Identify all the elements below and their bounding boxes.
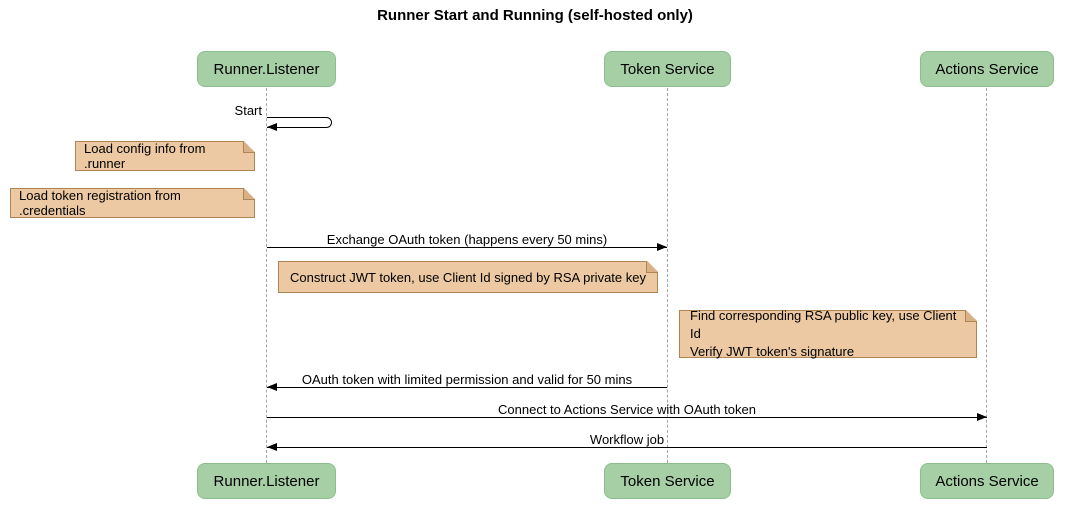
message-start-label: Start xyxy=(234,103,262,118)
arrowhead-left-icon xyxy=(267,383,277,391)
note-verify-jwt: Find corresponding RSA public key, use C… xyxy=(679,308,977,359)
note-fold-corner-icon xyxy=(646,261,658,273)
lifeline-actions-service xyxy=(986,88,987,463)
participant-label: Runner.Listener xyxy=(213,472,320,490)
message-exchange-oauth-line xyxy=(267,247,667,248)
note-text: Construct JWT token, use Client Id signe… xyxy=(290,269,646,285)
note-text: Load config info from .runner xyxy=(84,141,206,171)
lifeline-token-service xyxy=(667,88,668,463)
message-exchange-oauth-label: Exchange OAuth token (happens every 50 m… xyxy=(326,232,608,247)
participant-actions-service-top: Actions Service xyxy=(920,51,1054,87)
arrowhead-left-icon xyxy=(267,443,277,451)
participant-actions-service-bottom: Actions Service xyxy=(920,463,1054,499)
participant-runner-listener-bottom: Runner.Listener xyxy=(197,463,336,499)
message-connect-actions-label: Connect to Actions Service with OAuth to… xyxy=(498,402,756,417)
participant-label: Runner.Listener xyxy=(213,60,320,78)
message-connect-actions-line xyxy=(267,417,987,418)
note-text: Find corresponding RSA public key, use C… xyxy=(690,308,957,359)
note-text: Load token registration from .credential… xyxy=(19,188,181,218)
note-fold-corner-icon xyxy=(243,141,255,153)
arrowhead-right-icon xyxy=(977,413,987,421)
message-oauth-token-label: OAuth token with limited permission and … xyxy=(301,372,633,387)
message-start-self-loop xyxy=(267,117,332,128)
note-fold-corner-icon xyxy=(243,188,255,200)
message-oauth-token-line xyxy=(267,387,667,388)
message-workflow-job-label: Workflow job xyxy=(589,432,665,447)
participant-label: Token Service xyxy=(620,60,715,78)
participant-label: Actions Service xyxy=(935,472,1039,490)
note-fold-corner-icon xyxy=(965,310,977,322)
arrowhead-left-icon xyxy=(267,123,277,131)
participant-label: Actions Service xyxy=(935,60,1039,78)
note-load-config: Load config info from .runner xyxy=(75,141,255,171)
participant-token-service-top: Token Service xyxy=(604,51,731,87)
arrowhead-right-icon xyxy=(657,243,667,251)
note-construct-jwt: Construct JWT token, use Client Id signe… xyxy=(278,261,658,293)
lifeline-runner-listener xyxy=(266,88,267,463)
participant-runner-listener-top: Runner.Listener xyxy=(197,51,336,87)
participant-label: Token Service xyxy=(620,472,715,490)
participant-token-service-bottom: Token Service xyxy=(604,463,731,499)
message-workflow-job-line xyxy=(267,447,987,448)
note-load-token-registration: Load token registration from .credential… xyxy=(10,188,255,218)
diagram-title: Runner Start and Running (self-hosted on… xyxy=(377,7,693,24)
